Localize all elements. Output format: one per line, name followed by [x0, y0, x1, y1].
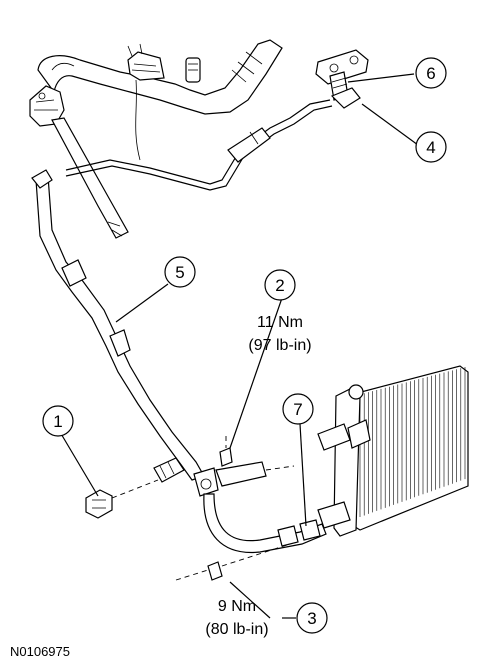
callout-2-torque-lbin: (97 lb-in): [248, 337, 311, 354]
figure-reference-id: N0106975: [10, 644, 70, 659]
callout-6: 6: [415, 57, 447, 89]
callout-3: 3 9 Nm (80 lb-in): [205, 598, 328, 638]
callout-5: 5: [164, 256, 196, 288]
callout-2-number: 2: [275, 276, 284, 295]
callout-1: 1: [42, 405, 74, 437]
upper-hose-assembly: [29, 39, 369, 239]
callout-7-number: 7: [293, 400, 302, 419]
lower-fittings: [85, 436, 327, 581]
callout-7: 7: [282, 393, 314, 425]
callout-3-torque-nm: 9 Nm: [218, 598, 256, 615]
callout-2: 2 11 Nm (97 lb-in): [248, 269, 312, 354]
callout-4: 4: [415, 131, 447, 163]
callout-5-number: 5: [175, 263, 184, 282]
callout-1-number: 1: [53, 412, 62, 431]
callout-4-number: 4: [426, 138, 435, 157]
leader-lines: [59, 73, 419, 619]
callout-2-torque-nm: 11 Nm: [257, 314, 303, 331]
callout-3-number: 3: [307, 609, 316, 628]
callout-3-torque-lbin: (80 lb-in): [205, 621, 268, 638]
callout-6-number: 6: [426, 64, 435, 83]
condenser: [317, 365, 469, 537]
